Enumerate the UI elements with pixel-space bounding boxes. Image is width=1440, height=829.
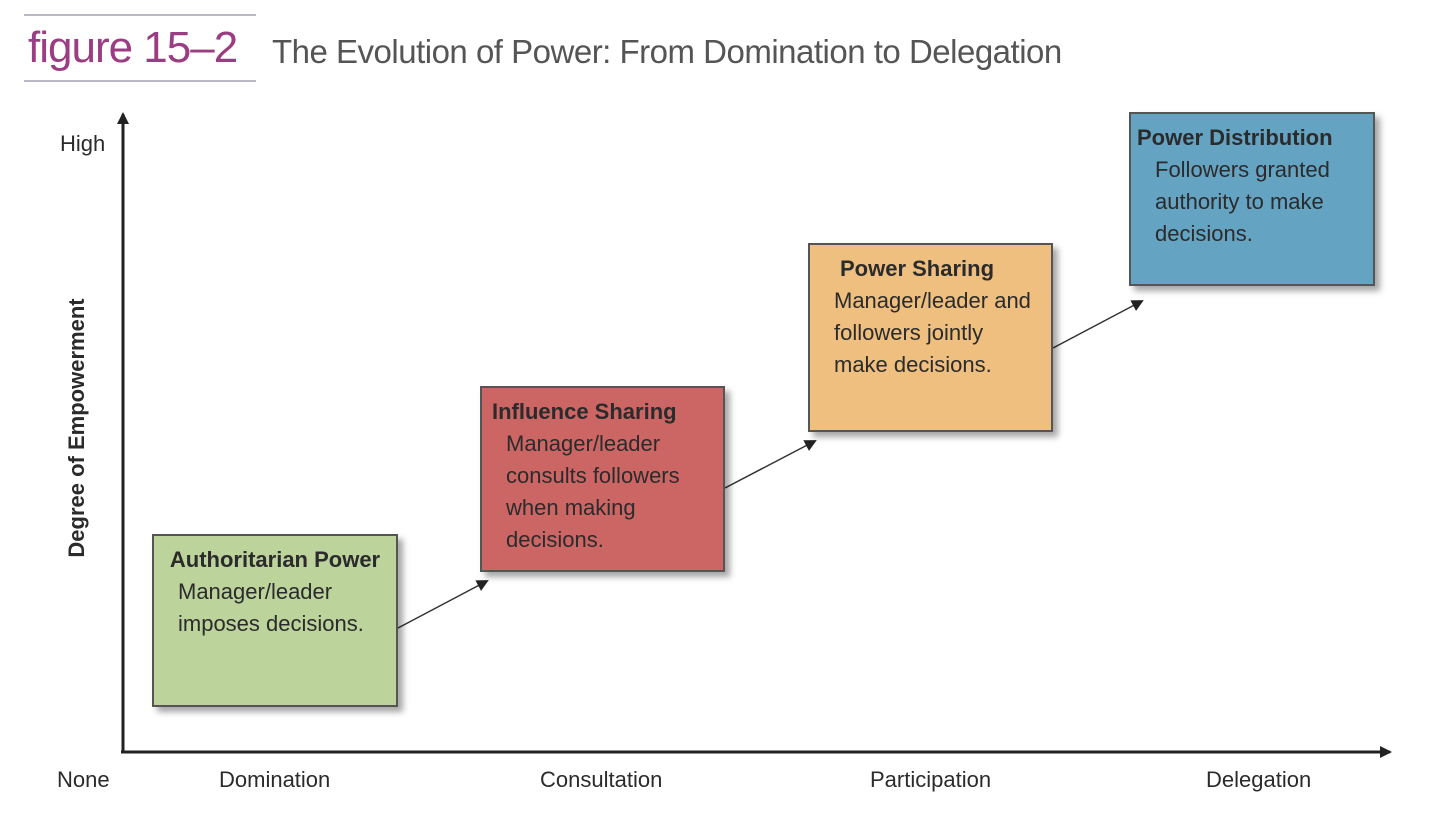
stage-box-power-sharing: Power Sharing Manager/leader and followe… <box>808 243 1053 432</box>
stage-description: Followers granted authority to make deci… <box>1155 157 1330 246</box>
stage-box-power-distribution: Power Distribution Followers granted aut… <box>1129 112 1375 286</box>
x-category-delegation: Delegation <box>1206 767 1312 792</box>
stage-title: Power Distribution <box>1137 125 1333 150</box>
y-axis-none-label: None <box>57 767 110 792</box>
stage-title: Authoritarian Power <box>169 547 381 572</box>
stage-description: Manager/leader consults followers when m… <box>506 431 680 552</box>
stage-box-authoritarian-power: Authoritarian Power Manager/leader impos… <box>152 534 398 707</box>
arrow-power-sharing-to-distribution <box>1052 300 1144 349</box>
x-category-domination: Domination <box>219 767 331 792</box>
arrow-influence-to-power-sharing <box>724 440 817 489</box>
stage-title: Influence Sharing <box>492 399 677 424</box>
y-axis-high-label: High <box>60 131 106 156</box>
figure-title: The Evolution of Power: From Domination … <box>272 33 1062 70</box>
x-category-consultation: Consultation <box>540 767 663 792</box>
x-category-participation: Participation <box>870 767 992 792</box>
stage-description: Manager/leader and followers jointly mak… <box>834 288 1031 377</box>
y-axis-title: Degree of Empowerment <box>64 298 89 558</box>
stage-box-influence-sharing: Influence Sharing Manager/leader consult… <box>480 386 725 572</box>
stage-title: Power Sharing <box>840 256 995 281</box>
arrow-authoritarian-to-influence <box>397 580 489 629</box>
stage-description: Manager/leader imposes decisions. <box>178 579 364 636</box>
figure-label: figure 15–2 <box>24 14 256 82</box>
